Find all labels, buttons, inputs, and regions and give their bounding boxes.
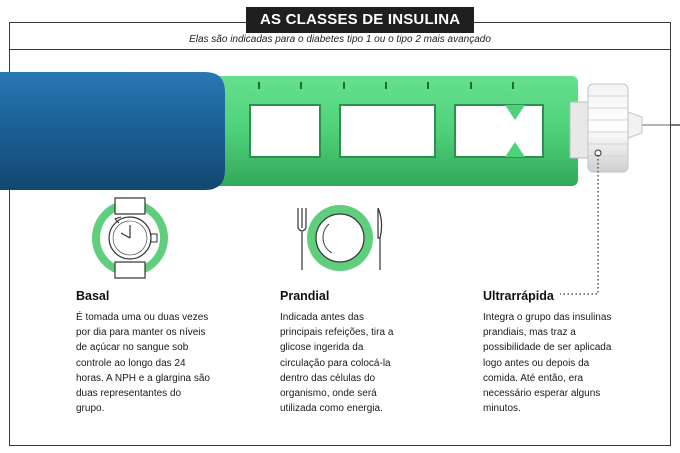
page-title: AS CLASSES DE INSULINA: [246, 7, 475, 33]
page-subtitle: Elas são indicadas para o diabetes tipo …: [189, 34, 491, 45]
clock-icon: [92, 197, 168, 279]
pen-scale-marks: [258, 82, 514, 89]
insulin-pen-illustration: [0, 72, 680, 190]
pen-window-2: [339, 104, 436, 158]
plate-icon: [297, 205, 383, 271]
prandial-description: Indicada antes das principais refeições,…: [280, 312, 394, 415]
basal-description: É tomada uma ou duas vezes por dia para …: [76, 312, 210, 415]
pen-window-1: [249, 104, 321, 158]
ultrarrapida-title: Ultrarrápida: [483, 289, 554, 303]
ultrarrapida-description: Integra o grupo das insulinas prandiais,…: [483, 312, 612, 415]
prandial-title: Prandial: [280, 289, 330, 303]
callout-dotted-line: [560, 155, 599, 295]
subtitle-divider: [10, 49, 670, 50]
pen-window-3: [454, 104, 544, 158]
pen-needle-hub: [627, 111, 643, 139]
pen-window-notch: [505, 105, 525, 157]
pen-blue-body: [0, 72, 225, 190]
basal-title: Basal: [76, 289, 110, 303]
